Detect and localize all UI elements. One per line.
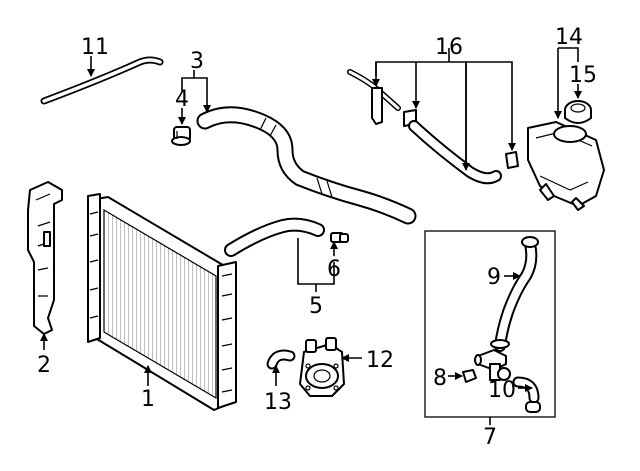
part-3-upper-hose [196,106,417,225]
callout-4: 4 [175,87,189,112]
callout-15: 15 [569,63,597,88]
callout-7: 7 [483,425,497,450]
part-12-pump-housing [299,337,345,397]
callout-3: 3 [190,49,204,74]
callout-13: 13 [264,390,292,415]
part-5-lower-hose [224,217,325,257]
part-14-coolant-reservoir [527,121,605,211]
part-6-clamp [330,232,349,243]
part-13-elbow-hose [266,349,296,370]
part-15-reservoir-cap [564,100,592,124]
callout-5: 5 [309,294,323,319]
callout-2: 2 [37,353,51,378]
part-2-air-deflector [27,181,63,335]
callout-12: 12 [366,348,394,373]
callout-10: 10 [488,378,516,403]
part-1-radiator [87,193,237,411]
callout-8: 8 [433,366,447,391]
callout-6: 6 [327,257,341,282]
callout-16: 16 [435,35,463,60]
part-11-hose [40,56,164,105]
part-16-hose-and-clips [347,69,519,185]
callout-9: 9 [487,265,501,290]
part-9-inset-hose [490,236,539,352]
callout-14: 14 [555,25,583,50]
callout-11: 11 [81,35,109,60]
part-8-plug [462,369,477,383]
part-7-tee-fitting [474,349,507,381]
callout-labels: 11 3 4 16 14 15 2 1 5 6 12 13 9 8 10 7 [37,25,597,450]
leader-lines [40,47,582,425]
callout-1: 1 [141,387,155,412]
part-4-connector [171,126,191,146]
